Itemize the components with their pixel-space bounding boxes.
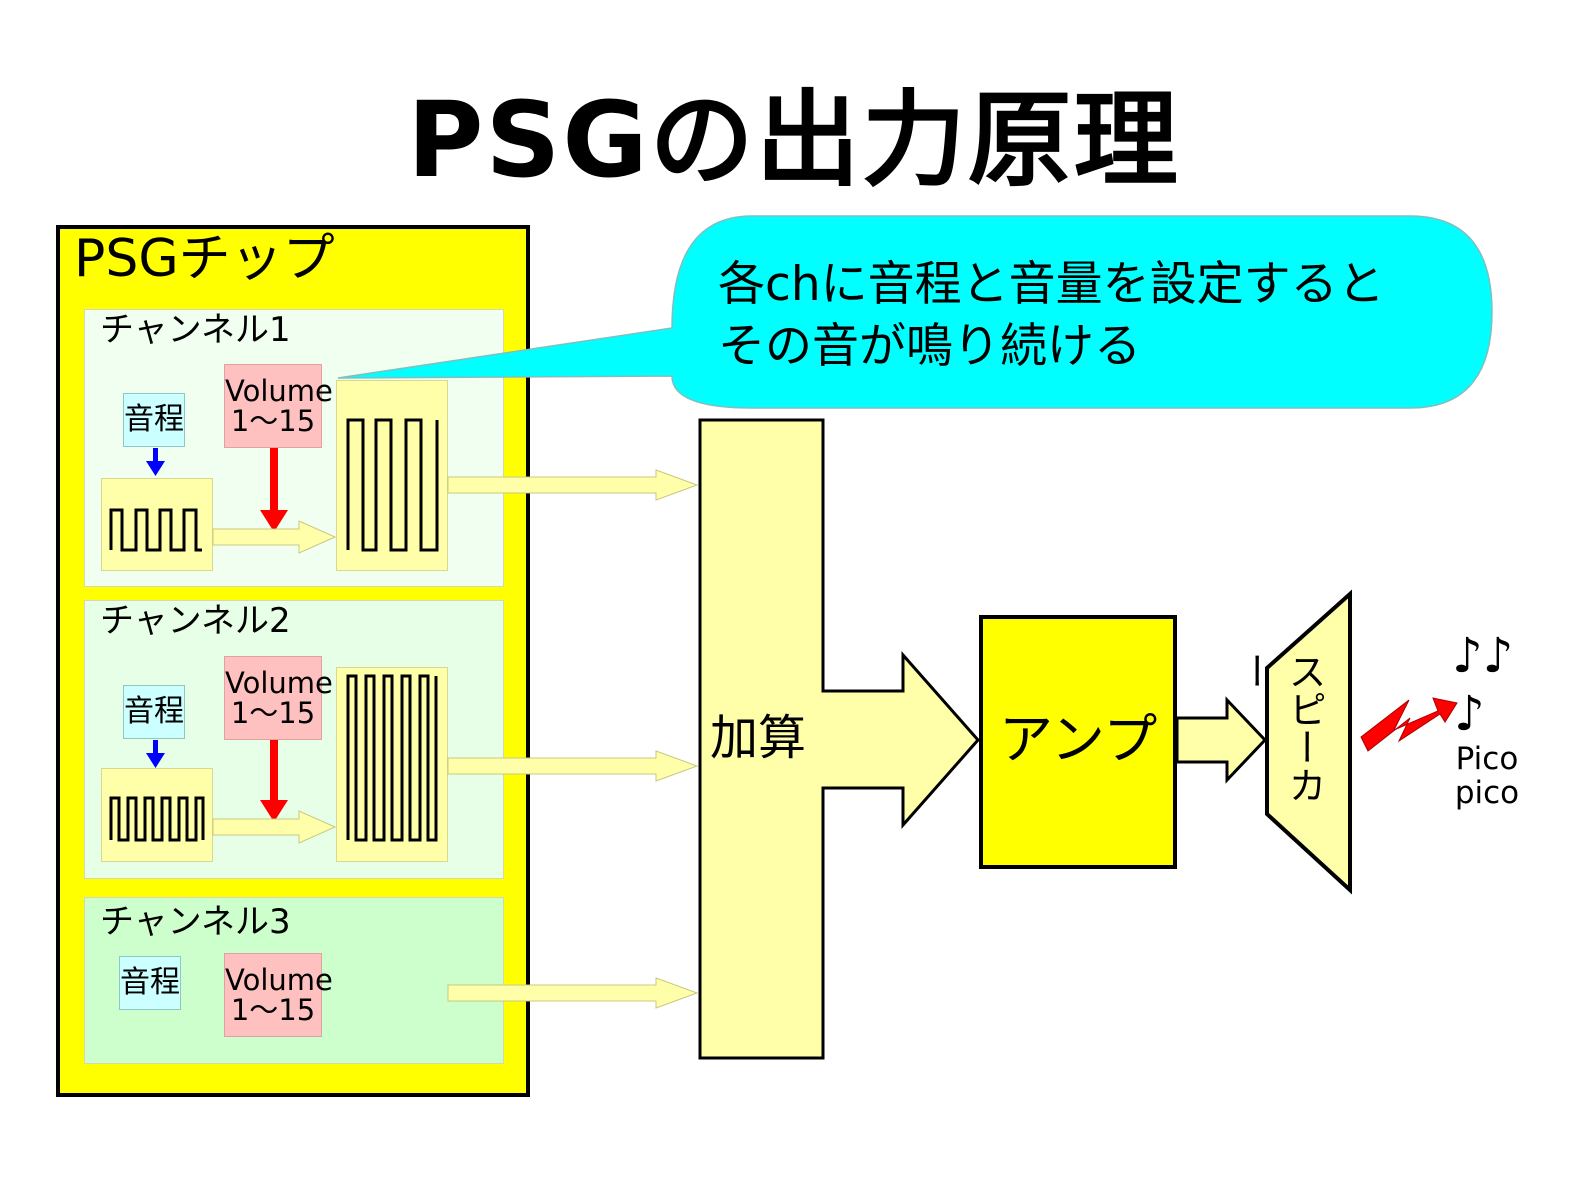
channel-1-tone-wave xyxy=(109,508,202,552)
channel-1-volume-box: Volume 1〜15 xyxy=(224,364,333,448)
channel-1-tone-generator xyxy=(101,478,213,571)
amp-block xyxy=(979,615,1177,869)
amp-to-speaker-arrow xyxy=(1175,696,1268,784)
channel-3-volume-label: Volume xyxy=(225,963,333,997)
adder-label: 加算 xyxy=(710,710,807,766)
channel-2-pitch-box: 音程 xyxy=(123,685,185,739)
channel-1-to-adder-arrow xyxy=(447,469,699,501)
channel-2-volume-arrow xyxy=(260,740,288,822)
channel-2-volume-label: Volume xyxy=(225,666,333,700)
channel-2-label: チャンネル2 xyxy=(100,601,291,641)
pico-line-2: pico xyxy=(1454,775,1520,811)
channel-1-output-wave-line xyxy=(346,418,439,552)
channel-1-volume-range: 1〜15 xyxy=(230,404,316,438)
callout-line-1: 各chに音程と音量を設定すると xyxy=(718,257,1385,312)
channel-2-volume-box: Volume 1〜15 xyxy=(224,656,333,740)
music-notes-icon: ♪♪ xyxy=(1452,628,1514,684)
callout-bubble xyxy=(337,215,1493,409)
music-note-icon: ♪ xyxy=(1454,686,1485,742)
channel-2-mod-arrow xyxy=(212,810,337,844)
channel-3-pitch-box: 音程 xyxy=(119,956,181,1010)
channel-2-volume-range: 1〜15 xyxy=(230,696,316,730)
channel-2-to-adder-arrow xyxy=(447,750,699,782)
speaker-block xyxy=(1265,589,1352,895)
channel-1-pitch-box: 音程 xyxy=(123,393,185,447)
channel-2-pitch-arrow xyxy=(146,740,165,768)
callout-text: 各chに音程と音量を設定すると その音が鳴り続ける xyxy=(718,254,1385,378)
channel-3-volume-box: Volume 1〜15 xyxy=(224,953,333,1037)
channel-3-label: チャンネル3 xyxy=(100,902,291,942)
adder-block xyxy=(698,418,981,1060)
channel-1-pitch-arrow xyxy=(146,448,165,476)
pico-line-1: Pico xyxy=(1455,741,1519,777)
channel-3-to-adder-arrow xyxy=(447,977,699,1009)
channel-1-volume-label: Volume xyxy=(225,374,333,408)
channel-2-output-wave-line xyxy=(346,674,438,842)
channel-1-volume-arrow xyxy=(260,448,288,532)
psg-chip-label: PSGチップ xyxy=(74,229,335,289)
callout-line-2: その音が鳴り続ける xyxy=(718,319,1141,374)
pico-pico-text: Pico pico xyxy=(1442,742,1532,810)
amp-label: アンプ xyxy=(999,708,1158,771)
channel-3-volume-range: 1〜15 xyxy=(230,993,316,1027)
page-title: PSGの出力原理 xyxy=(407,79,1180,201)
speaker-label: スピーカー xyxy=(1232,652,1326,804)
channel-2-tone-wave xyxy=(109,796,205,842)
channel-1-mod-arrow xyxy=(212,520,337,554)
channel-1-label: チャンネル1 xyxy=(100,310,291,350)
sound-wave-bolt xyxy=(1360,697,1458,752)
